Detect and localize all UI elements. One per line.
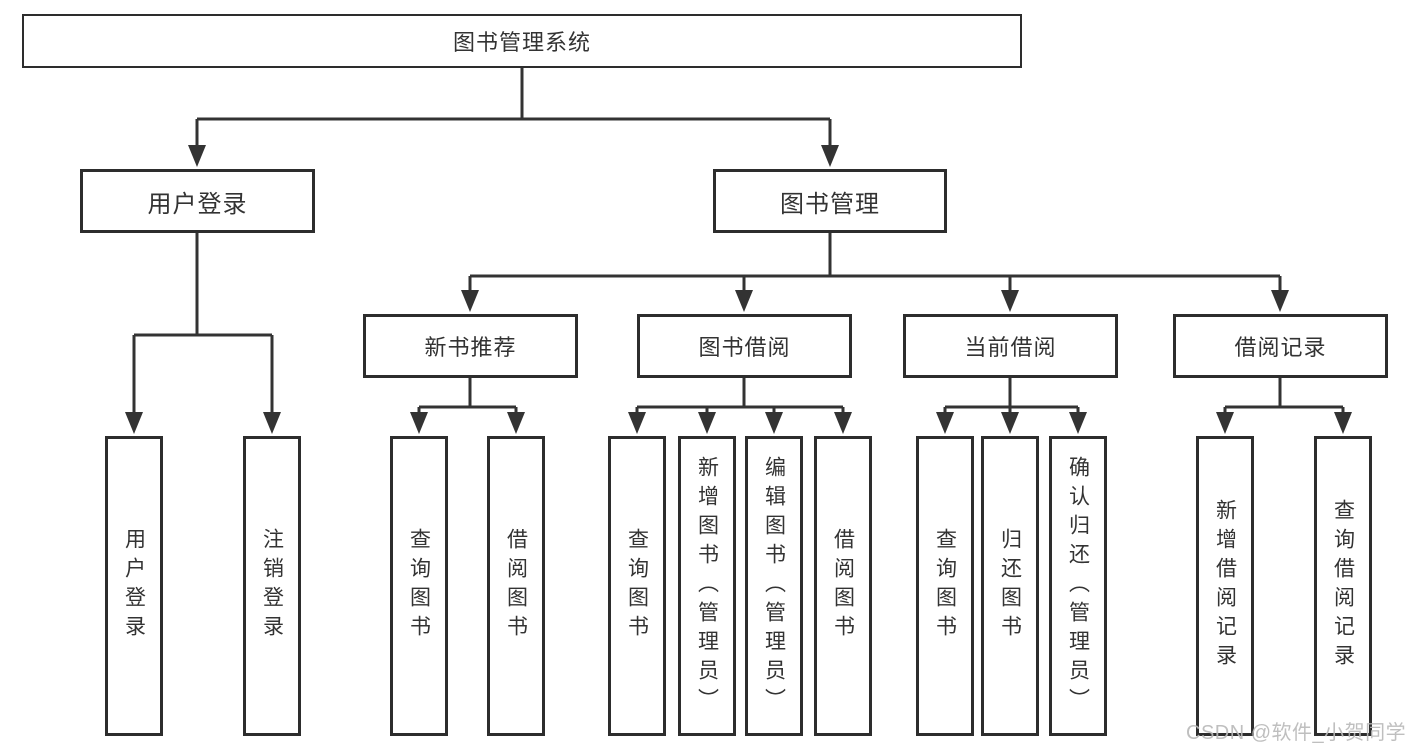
node-cb-query-books: 查询图书: [916, 436, 974, 736]
node-current-borrowing: 当前借阅: [903, 314, 1118, 378]
node-br-query-record: 查询借阅记录: [1314, 436, 1372, 736]
node-bb-add-books: 新增图书（管理员）: [678, 436, 736, 736]
node-nbr-borrow-books: 借阅图书: [487, 436, 545, 736]
arrowheads: [125, 145, 1352, 434]
node-user-login-leaf: 用户登录: [105, 436, 163, 736]
node-root: 图书管理系统: [22, 14, 1022, 68]
node-bb-query-books: 查询图书: [608, 436, 666, 736]
node-user-login: 用户登录: [80, 169, 315, 233]
node-borrowing-records: 借阅记录: [1173, 314, 1388, 378]
node-book-borrowing: 图书借阅: [637, 314, 852, 378]
node-cb-confirm-return: 确认归还（管理员）: [1049, 436, 1107, 736]
node-bb-borrow-books: 借阅图书: [814, 436, 872, 736]
node-br-add-record: 新增借阅记录: [1196, 436, 1254, 736]
watermark-text: CSDN @软件_小贺同学: [1186, 722, 1405, 744]
node-nbr-query-books: 查询图书: [390, 436, 448, 736]
node-new-book-recommend: 新书推荐: [363, 314, 578, 378]
node-logout: 注销登录: [243, 436, 301, 736]
node-book-management: 图书管理: [713, 169, 947, 233]
node-cb-return-books: 归还图书: [981, 436, 1039, 736]
node-bb-edit-books: 编辑图书（管理员）: [745, 436, 803, 736]
